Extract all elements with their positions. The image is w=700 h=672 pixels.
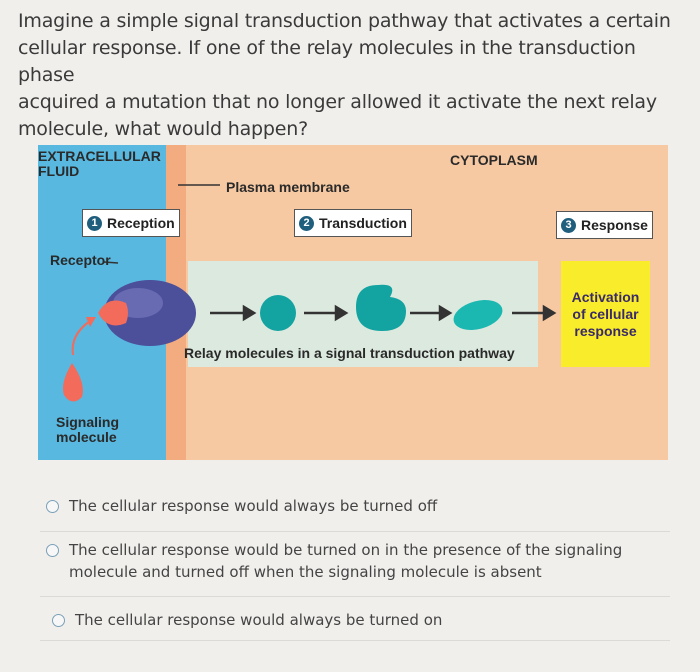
stage-response: 3 Response (556, 211, 653, 239)
stage-number: 2 (299, 215, 314, 231)
relay-caption: Relay molecules in a signal transduction… (184, 345, 515, 361)
answer-option-3[interactable]: The cellular response would always be tu… (52, 609, 670, 631)
divider (40, 640, 670, 641)
relay-molecule-1 (260, 295, 296, 331)
question-line: cellular response. If one of the relay m… (18, 37, 636, 86)
stage-label: Response (581, 217, 648, 233)
stage-number: 3 (561, 217, 576, 233)
answer-text: The cellular response would be turned on… (69, 541, 623, 559)
question-line: Imagine a simple signal transduction pat… (18, 10, 671, 32)
cytoplasm-label: CYTOPLASM (450, 152, 538, 168)
extracellular-label: EXTRACELLULAR FLUID (38, 149, 161, 179)
answer-text: The cellular response would always be tu… (69, 497, 438, 515)
stage-label: Transduction (319, 215, 407, 231)
label-line: EXTRACELLULAR (38, 148, 161, 164)
activation-line: response (574, 322, 637, 339)
answer-option-1[interactable]: The cellular response would always be tu… (46, 495, 670, 517)
question-line: molecule, what would happen? (18, 118, 308, 140)
activation-box: Activation of cellular response (561, 261, 650, 367)
label-line: Signaling (56, 414, 119, 430)
relay-molecule-2 (356, 284, 406, 331)
question-text: Imagine a simple signal transduction pat… (18, 8, 683, 143)
answer-options: The cellular response would always be tu… (40, 483, 670, 631)
stage-number: 1 (87, 215, 102, 231)
relay-molecule-3 (453, 300, 503, 330)
signaling-molecule (63, 363, 83, 402)
radio-button[interactable] (46, 544, 59, 557)
stage-reception: 1 Reception (82, 209, 180, 237)
label-line: FLUID (38, 163, 80, 179)
divider (40, 531, 670, 532)
question-line: acquired a mutation that no longer allow… (18, 91, 657, 113)
answer-option-2[interactable]: The cellular response would be turned on… (46, 539, 670, 583)
activation-line: of cellular (572, 305, 639, 322)
bound-signaling-molecule (98, 300, 128, 326)
stage-label: Reception (107, 215, 175, 231)
answer-text: molecule and turned off when the signali… (69, 563, 542, 581)
signaling-molecule-label: Signaling molecule (56, 415, 119, 445)
activation-line: Activation (571, 288, 640, 305)
radio-button[interactable] (46, 500, 59, 513)
plasma-membrane-label: Plasma membrane (226, 179, 350, 195)
radio-button[interactable] (52, 614, 65, 627)
divider (40, 596, 670, 597)
receptor-label: Receptor (50, 252, 111, 268)
signal-transduction-diagram: EXTRACELLULAR FLUID CYTOPLASM Plasma mem… (38, 145, 668, 460)
answer-text: The cellular response would always be tu… (75, 611, 443, 629)
stage-transduction: 2 Transduction (294, 209, 412, 237)
label-line: molecule (56, 429, 117, 445)
